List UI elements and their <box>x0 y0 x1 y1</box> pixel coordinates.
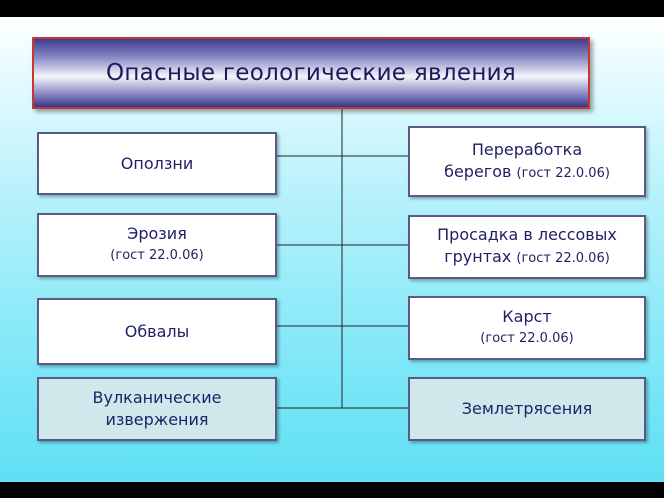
hazard-box-loess-subsidence: Просадка в лессовых грунтах (гост 22.0.0… <box>408 215 646 279</box>
slide-background: Опасные геологические явления Оползни Эр… <box>0 17 664 482</box>
hazard-box-volcanic-eruptions: Вулканические извержения <box>37 377 277 441</box>
hazard-label: Оползни <box>120 153 194 173</box>
connector-lines <box>276 109 408 409</box>
hazard-label-line2: извержения <box>105 410 209 429</box>
hazard-box-erosion: Эрозия (гост 22.0.06) <box>37 213 277 277</box>
hazard-label: Переработка <box>471 139 583 159</box>
hazard-label: Обвалы <box>124 321 190 341</box>
hazard-box-shore-reworking: Переработка берегов (гост 22.0.06) <box>408 126 646 197</box>
hazard-label: Карст <box>502 307 552 326</box>
gost-reference: (гост 22.0.06) <box>516 165 610 181</box>
hazard-box-karst: Карст (гост 22.0.06) <box>408 296 646 360</box>
diagram-title: Опасные геологические явления <box>105 60 517 86</box>
gost-reference: (гост 22.0.06) <box>516 251 610 266</box>
hazard-box-rockfalls: Обвалы <box>37 298 277 365</box>
gost-reference: (гост 22.0.06) <box>110 248 204 263</box>
hazard-label-part: берегов <box>444 161 512 181</box>
hazard-label-line2: берегов (гост 22.0.06) <box>444 161 610 185</box>
hazard-label: Просадка в лессовых <box>437 225 617 244</box>
hazard-label: Землетрясения <box>461 399 593 418</box>
hazard-label: Эрозия <box>127 224 187 243</box>
title-box: Опасные геологические явления <box>32 37 590 109</box>
hazard-box-landslides: Оползни <box>37 132 277 195</box>
gost-reference: (гост 22.0.06) <box>480 331 574 346</box>
hazard-label-part: грунтах <box>444 247 512 266</box>
hazard-label: Вулканические <box>92 388 222 407</box>
hazard-box-earthquakes: Землетрясения <box>408 377 646 441</box>
hazard-label-line2: грунтах (гост 22.0.06) <box>444 246 610 270</box>
